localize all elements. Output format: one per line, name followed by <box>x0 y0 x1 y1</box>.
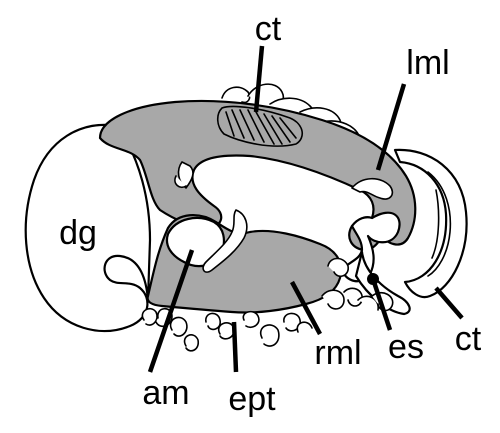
right-coil-outline <box>393 148 468 299</box>
upper-right-curl <box>351 177 394 200</box>
leader-es <box>371 281 393 331</box>
leader-am <box>147 249 195 373</box>
leader-ept <box>231 321 239 373</box>
label-rml: rml <box>314 334 361 372</box>
leader-ct-right <box>434 286 464 320</box>
label-ct-top: ct <box>255 10 282 48</box>
label-dg: dg <box>59 214 97 252</box>
labels: ct lml dg es ct rml am ept <box>59 10 482 418</box>
label-lml: lml <box>406 44 449 82</box>
right-white-lobe <box>340 211 401 283</box>
leader-lines <box>147 45 464 373</box>
label-ct-right: ct <box>455 320 482 358</box>
label-ept: ept <box>228 380 276 418</box>
ciliated-tuft-top <box>216 105 303 147</box>
label-es: es <box>388 328 424 366</box>
leader-rml <box>290 280 322 336</box>
label-am: am <box>142 374 189 412</box>
connecting-strands <box>174 161 248 273</box>
leader-lml <box>375 83 407 171</box>
leader-ct-top <box>253 45 265 113</box>
bottom-curls <box>141 257 394 352</box>
